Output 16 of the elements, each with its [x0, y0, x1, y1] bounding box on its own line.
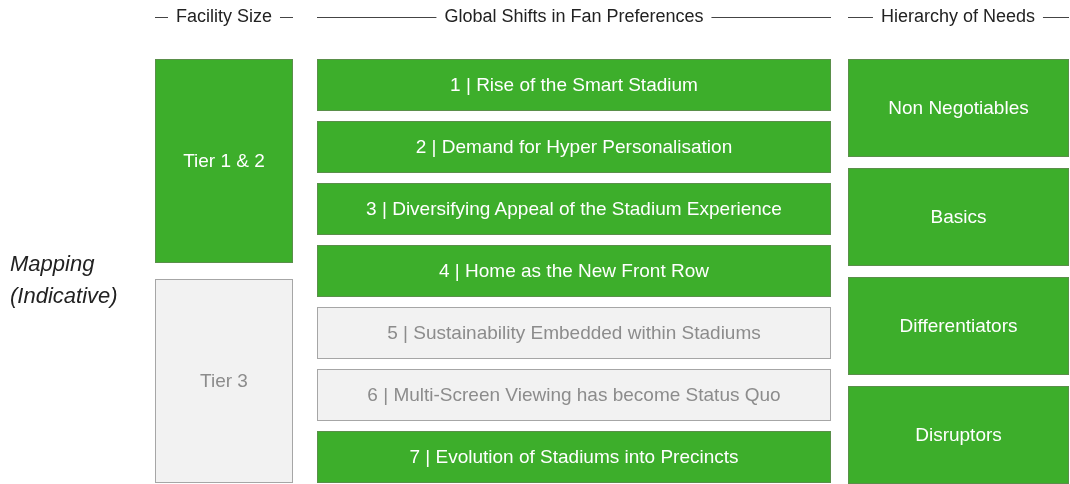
trend-box: 4 | Home as the New Front Row [317, 245, 831, 297]
tier-box: Tier 3 [155, 279, 293, 483]
trend-box: 7 | Evolution of Stadiums into Precincts [317, 431, 831, 483]
trend-box: 1 | Rise of the Smart Stadium [317, 59, 831, 111]
needs-box: Basics [848, 168, 1069, 266]
side-label: Mapping (Indicative) [10, 250, 119, 310]
needs-box: Disruptors [848, 386, 1069, 484]
needs-box: Differentiators [848, 277, 1069, 375]
trend-box: 3 | Diversifying Appeal of the Stadium Experience [317, 183, 831, 235]
tier-box: Tier 1 & 2 [155, 59, 293, 263]
needs-box: Non Negotiables [848, 59, 1069, 157]
trend-box: 6 | Multi-Screen Viewing has become Status Quo [317, 369, 831, 421]
trend-box: 2 | Demand for Hyper Personalisation [317, 121, 831, 173]
column-heading: Hierarchy of Needs [872, 6, 1044, 27]
trend-box: 5 | Sustainability Embedded within Stadiums [317, 307, 831, 359]
column-heading: Facility Size [168, 6, 280, 27]
